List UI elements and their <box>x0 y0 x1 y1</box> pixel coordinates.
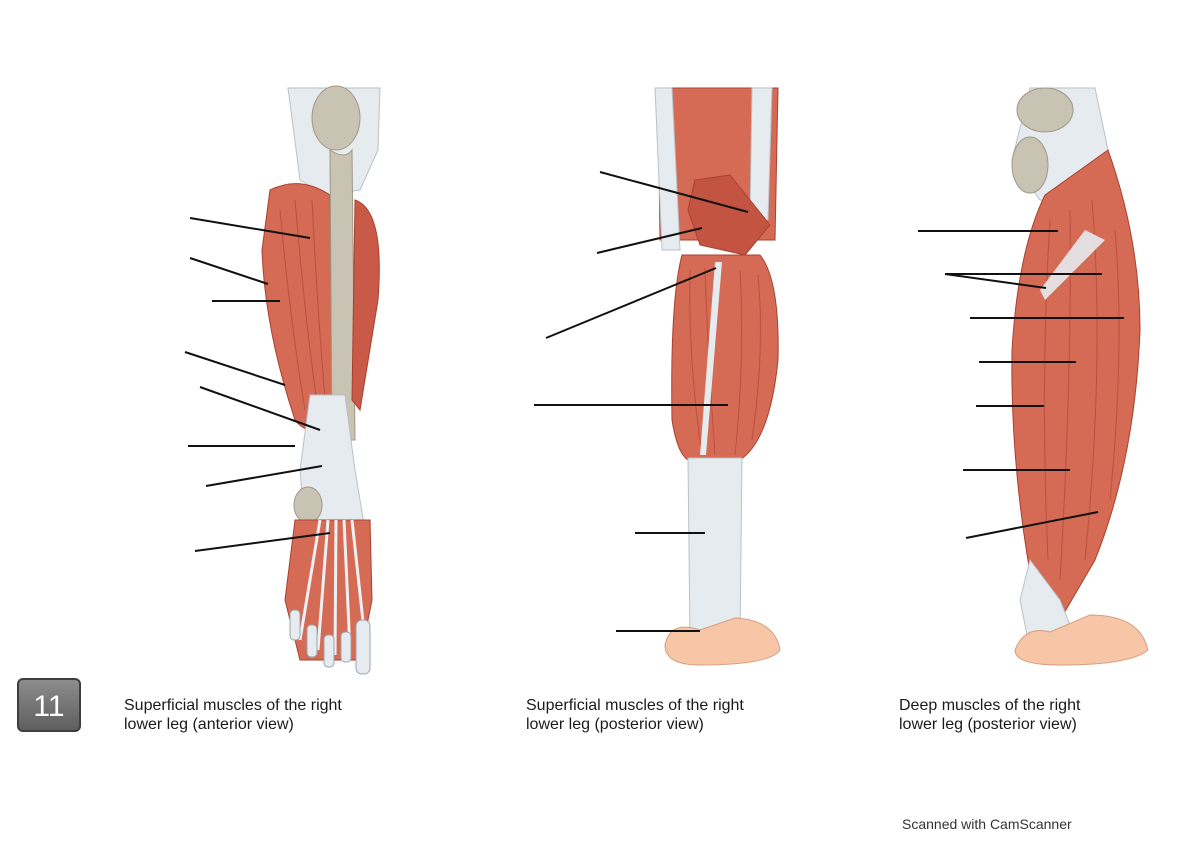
posterior-superficial-illustration <box>654 87 781 666</box>
posterior-superficial-caption: Superficial muscles of the right lower l… <box>526 696 744 734</box>
posterior-deep-caption: Deep muscles of the right lower leg (pos… <box>899 696 1080 734</box>
caption-text: Deep muscles of the right lower leg (pos… <box>899 697 1081 733</box>
posterior-deep-leader-lines <box>918 230 1124 539</box>
caption-text: Superficial muscles of the right lower l… <box>526 697 744 733</box>
anterior-view-caption: Superficial muscles of the right lower l… <box>124 696 342 734</box>
posterior-superficial-leader-lines <box>534 171 749 632</box>
scanner-watermark: Scanned with CamScanner <box>902 816 1072 832</box>
posterior-deep-illustration <box>1011 87 1149 666</box>
anterior-leg-illustration <box>261 85 381 675</box>
caption-text: Superficial muscles of the right lower l… <box>124 697 342 733</box>
page-number-badge: 11 <box>17 678 81 732</box>
anterior-leader-lines <box>184 217 331 552</box>
